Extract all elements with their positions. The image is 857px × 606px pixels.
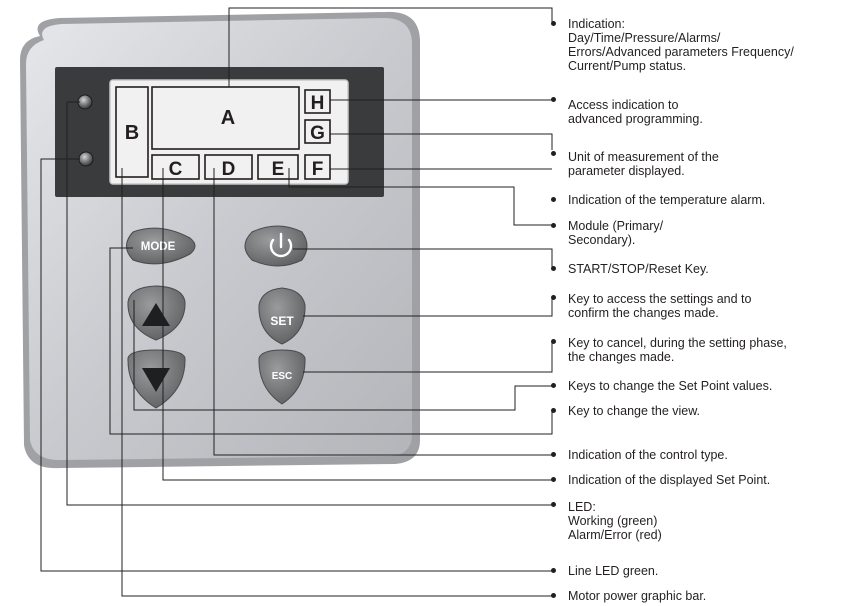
segment-d-label: D (222, 159, 236, 180)
segment-h (304, 89, 331, 114)
leader-mode (109, 247, 553, 435)
callout-led: LED: Working (green) Alarm/Error (red) (568, 500, 662, 542)
callout-bullet (551, 21, 556, 26)
status-led (77, 94, 93, 110)
segment-c-label: C (169, 159, 183, 180)
callout-bullet (551, 593, 556, 598)
segment-b-label: B (125, 122, 139, 144)
segment-a-label: A (221, 107, 235, 129)
segment-e-label: E (272, 159, 285, 180)
callout-bullet (551, 568, 556, 573)
set-key-label: SET (270, 314, 294, 328)
callout-bullet (551, 223, 556, 228)
callout-view-key: Key to change the view. (568, 404, 701, 418)
segment-g-label: G (310, 123, 325, 144)
callout-set-key: Key to access the settings and to confir… (568, 292, 752, 320)
segment-f (304, 154, 331, 180)
mode-key-label: MODE (141, 241, 176, 253)
callout-bullet (551, 502, 556, 507)
callout-bullet (551, 295, 556, 300)
segment-g (304, 119, 331, 144)
callout-bullet (551, 477, 556, 482)
power-key[interactable] (244, 225, 308, 267)
leader-led (66, 101, 552, 506)
callout-unit: Unit of measurement of the parameter dis… (568, 150, 719, 178)
leader-e (288, 168, 552, 226)
leader-g (330, 133, 553, 150)
callout-display-info: Indication: Day/Time/Pressure/Alarms/ Er… (568, 17, 794, 73)
segment-b (115, 86, 149, 178)
callout-motor-power: Motor power graphic bar. (568, 589, 707, 603)
leader-power (293, 248, 553, 267)
leader-set (303, 298, 553, 317)
segment-d (204, 154, 253, 180)
esc-key-label: ESC (272, 371, 293, 382)
line-led (78, 151, 94, 167)
mode-key[interactable]: MODE (126, 227, 196, 265)
leader-c (162, 168, 552, 481)
leader-d (213, 168, 552, 456)
callout-bullet (551, 452, 556, 457)
segment-c (151, 154, 200, 180)
segment-h-label: H (311, 93, 325, 114)
callout-esc-key: Key to cancel, during the setting phase,… (568, 336, 787, 364)
callout-control-type: Indication of the control type. (568, 448, 728, 462)
segment-f-label: F (312, 159, 324, 180)
callout-bullet (551, 151, 556, 156)
callout-set-point: Indication of the displayed Set Point. (568, 473, 771, 487)
leader-esc (303, 342, 553, 373)
segment-a (151, 86, 300, 150)
power-icon (269, 232, 293, 258)
segment-e (257, 154, 299, 180)
callout-set-point-keys: Keys to change the Set Point values. (568, 379, 773, 393)
callout-bullet (551, 266, 556, 271)
set-key[interactable]: SET (258, 287, 306, 345)
callout-temperature-alarm: Indication of the temperature alarm. (568, 193, 766, 207)
callout-start-stop: START/STOP/Reset Key. (568, 262, 709, 276)
leader-lineled (40, 158, 552, 572)
callout-module: Module (Primary/ Secondary). (568, 219, 664, 247)
callout-bullet (551, 383, 556, 388)
callout-line-led: Line LED green. (568, 564, 659, 578)
leader-b (121, 168, 552, 597)
callout-bullet (551, 197, 556, 202)
callout-bullet (551, 408, 556, 413)
callout-bullet (551, 339, 556, 344)
callout-advanced-access: Access indication to advanced programmin… (568, 98, 703, 126)
callout-bullet (551, 97, 556, 102)
leader-lines (40, 7, 553, 597)
esc-key[interactable]: ESC (258, 349, 306, 405)
display-segments (115, 86, 331, 180)
leader-a (228, 7, 553, 87)
leader-updown (133, 300, 552, 411)
